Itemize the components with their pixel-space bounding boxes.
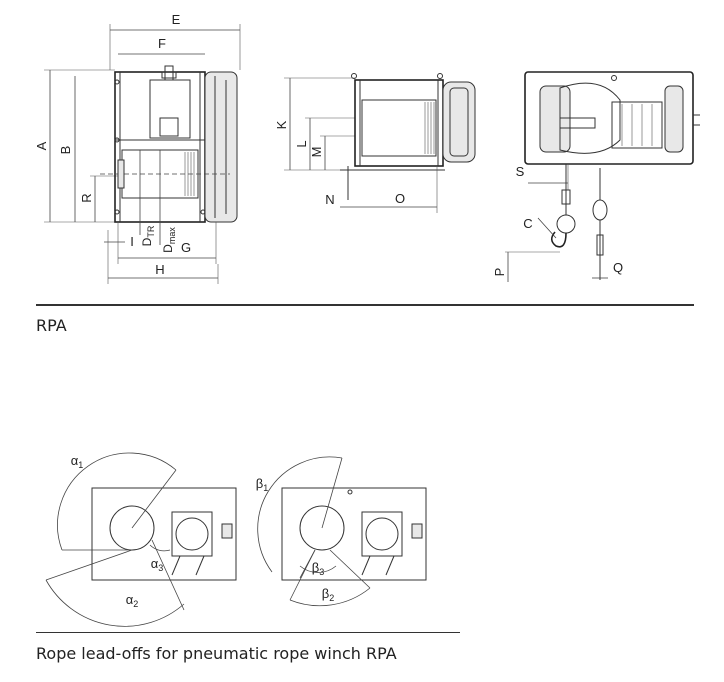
dim-label-f: F: [158, 36, 166, 51]
front-view: E F A B R: [34, 12, 241, 284]
bottom-divider: [36, 632, 460, 633]
dim-label-r: R: [79, 193, 94, 202]
dim-label-a: A: [34, 141, 49, 150]
dim-label-e: E: [172, 12, 181, 27]
angle-label-alpha1: α1: [71, 453, 84, 470]
dim-label-m: M: [309, 147, 324, 158]
lead-off-beta: β1 β2 β3: [256, 456, 427, 607]
dim-label-q: Q: [613, 260, 623, 275]
side-view: K L M N O: [274, 73, 476, 213]
lead-off-alpha: α1 α2 α3: [45, 452, 237, 627]
dim-label-l: L: [294, 140, 309, 147]
dim-label-h: H: [155, 262, 164, 277]
dim-label-k: K: [274, 120, 289, 129]
angle-label-beta1: β1: [256, 476, 269, 493]
dim-label-o: O: [395, 191, 405, 206]
top-caption: RPA: [36, 316, 67, 335]
top-view: S C P Q: [492, 71, 700, 282]
top-divider: [36, 304, 694, 306]
dim-label-s: S: [516, 164, 525, 179]
dim-label-p: P: [492, 268, 507, 277]
dim-label-d-tr: DTR: [140, 225, 156, 246]
angle-label-beta2: β2: [322, 586, 335, 603]
angle-label-alpha2: α2: [126, 592, 139, 609]
dim-label-g: G: [181, 240, 191, 255]
bottom-caption: Rope lead-offs for pneumatic rope winch …: [36, 644, 397, 663]
dim-label-n: N: [325, 192, 334, 207]
dim-label-c: C: [523, 216, 532, 231]
angle-label-alpha3: α3: [151, 556, 164, 573]
angle-label-beta3: β3: [312, 560, 325, 577]
dim-label-i: I: [130, 234, 134, 249]
dim-label-d-max: Dmax: [161, 227, 177, 253]
dim-label-b: B: [58, 146, 73, 155]
